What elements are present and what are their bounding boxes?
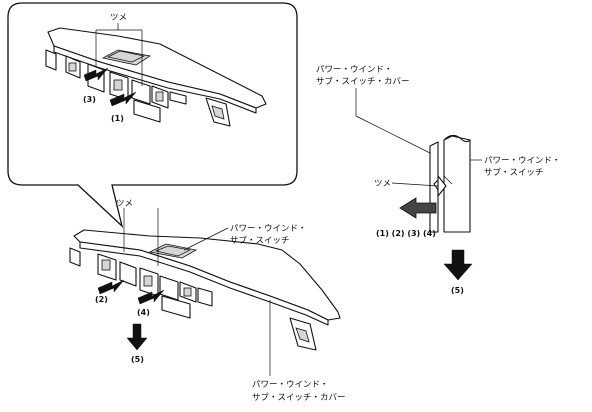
detail-step-3-label: (3) bbox=[83, 95, 96, 104]
cover-label-line1: パワー・ウインド・ bbox=[252, 380, 329, 390]
section-steps-label: (1) (2) (3) (4) bbox=[376, 229, 436, 238]
main-arrow-4 bbox=[137, 289, 165, 305]
switch-label-line2: サブ・スイッチ bbox=[230, 235, 290, 246]
section-cover-label-line2: サブ・スイッチ・カバー bbox=[316, 76, 410, 87]
main-arrow-5 bbox=[126, 323, 148, 351]
main-part-drawing bbox=[69, 208, 341, 351]
section-step-5-label: (5) bbox=[451, 286, 464, 295]
main-step-5-label: (5) bbox=[131, 355, 144, 364]
section-switch-label-line2: サブ・スイッチ bbox=[484, 167, 544, 178]
section-tsume-label: ツメ bbox=[374, 179, 391, 189]
main-tsume-label: ツメ bbox=[116, 199, 133, 209]
detail-arrow-1 bbox=[109, 91, 137, 107]
detail-tsume-label: ツメ bbox=[110, 13, 127, 23]
section-arrow-down bbox=[443, 249, 473, 281]
section-switch-label-line1: パワー・ウインド・ bbox=[484, 156, 561, 166]
cover-label-line2: サブ・スイッチ・カバー bbox=[252, 392, 346, 403]
switch-label-line1: パワー・ウインド・ bbox=[230, 224, 307, 234]
section-view: パワー・ウインド・ サブ・スイッチ・カバー パワー・ウインド・ サブ・スイッチ … bbox=[316, 65, 561, 295]
detail-step-1-label: (1) bbox=[111, 114, 124, 123]
section-arrow-left bbox=[399, 197, 437, 219]
section-cover-label-line1: パワー・ウインド・ bbox=[316, 65, 393, 75]
detail-part-drawing bbox=[45, 27, 267, 127]
detail-arrow-3 bbox=[83, 67, 109, 82]
main-step-4-label: (4) bbox=[137, 308, 150, 317]
main-arrow-2 bbox=[97, 279, 125, 295]
main-step-2-label: (2) bbox=[95, 295, 108, 304]
detail-callout: ツメ (3) (1) bbox=[7, 2, 298, 228]
